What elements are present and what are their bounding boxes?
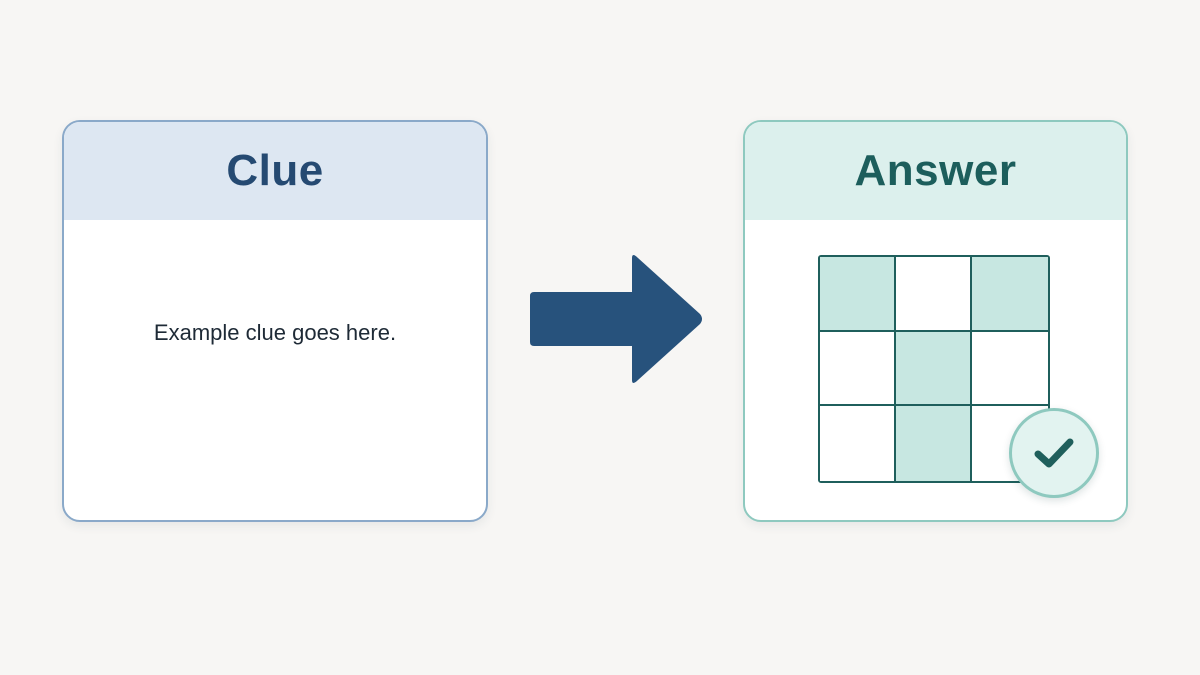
answer-card-title: Answer xyxy=(745,122,1126,220)
check-badge xyxy=(1009,408,1099,498)
clue-text: Example clue goes here. xyxy=(153,320,397,345)
grid-cell-empty xyxy=(896,257,972,332)
checkmark-icon xyxy=(1034,438,1074,468)
clue-card-title: Clue xyxy=(64,122,486,220)
grid-cell-filled xyxy=(896,331,972,407)
answer-card: Answer xyxy=(743,120,1128,522)
grid-cell-empty xyxy=(972,331,1048,407)
grid-cell-filled xyxy=(820,257,896,332)
grid-cell-empty xyxy=(820,331,896,407)
grid-cell-empty xyxy=(820,406,896,481)
right-arrow-icon xyxy=(530,255,702,383)
answer-grid xyxy=(818,255,1050,483)
grid-cell-filled xyxy=(972,257,1048,332)
grid-cell-filled xyxy=(896,406,972,481)
clue-card: Clue Example clue goes here. xyxy=(62,120,488,522)
